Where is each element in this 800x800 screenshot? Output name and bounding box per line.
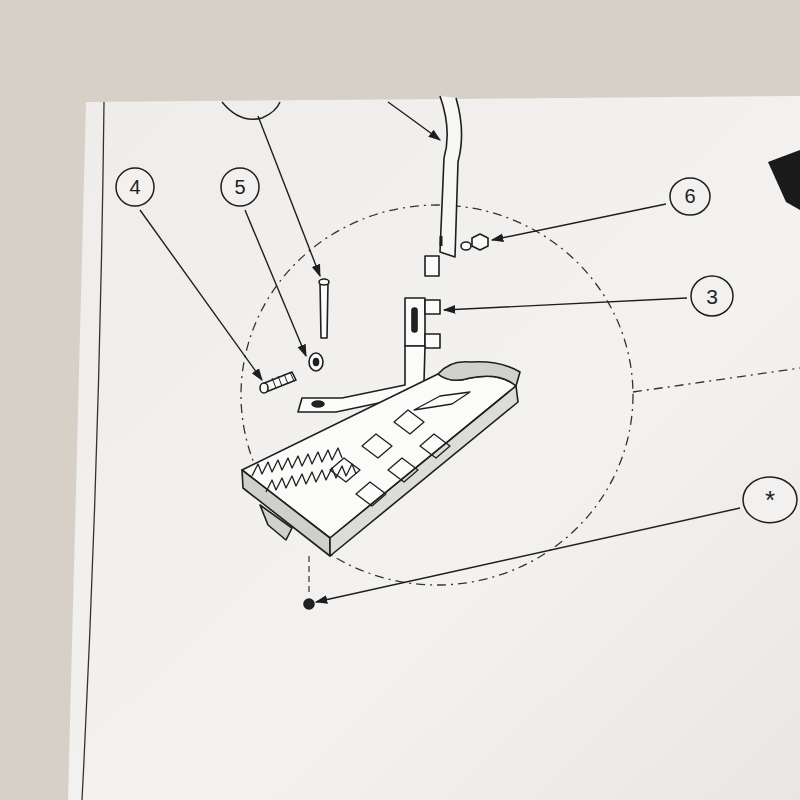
circle-shape xyxy=(670,178,710,215)
dark-object xyxy=(768,150,800,210)
leader-lines xyxy=(140,102,740,602)
callout-circle: 4 xyxy=(115,167,155,207)
leader-line xyxy=(388,102,440,140)
callout-number: 3 xyxy=(706,286,718,307)
leader-line xyxy=(140,210,262,380)
callout-circle: 5 xyxy=(220,167,260,207)
leader-line xyxy=(492,204,666,240)
paper-sheet xyxy=(68,96,800,800)
callout-number: 4 xyxy=(129,177,140,197)
circle-shape xyxy=(743,477,797,523)
callout-circle: 3 xyxy=(690,275,734,317)
footrest-assembly xyxy=(242,96,520,609)
callout-number: 5 xyxy=(234,177,245,197)
detail-circle xyxy=(241,205,633,585)
detail-line xyxy=(633,368,800,392)
leader-line xyxy=(245,210,306,356)
leader-line xyxy=(316,508,740,602)
axis-line xyxy=(308,556,309,596)
callout-number: * xyxy=(765,487,775,513)
circle-shape xyxy=(691,276,733,316)
callout-circle: 6 xyxy=(669,177,711,216)
callout-circle-partial xyxy=(222,102,280,119)
leader-line xyxy=(444,298,687,310)
circle-shape xyxy=(221,168,259,206)
callout-number: 6 xyxy=(684,186,695,206)
circle-shape xyxy=(116,168,154,206)
callout-circle: * xyxy=(742,476,798,524)
leader-line xyxy=(258,116,320,276)
border-line xyxy=(82,102,104,800)
